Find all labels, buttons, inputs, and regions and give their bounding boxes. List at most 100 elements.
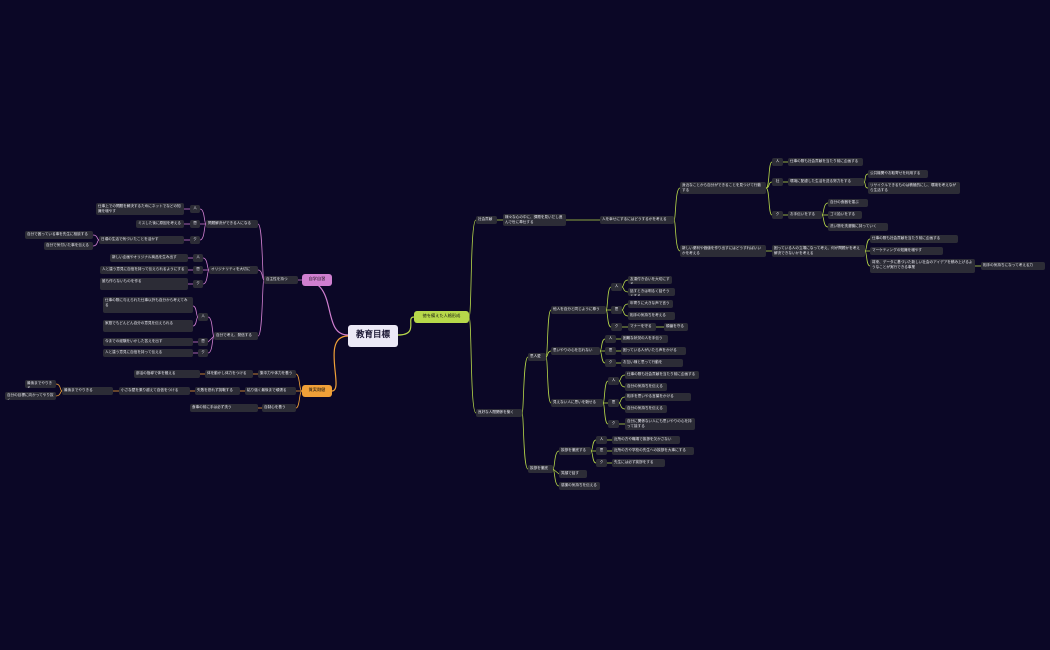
node-n3-1[interactable]: 相手の気持ちになって考える力	[981, 262, 1045, 270]
node-k2-2[interactable]: リサイクルできるものは積極的にし、環境を考えながら生活する	[868, 182, 960, 194]
node-k3-3[interactable]: 洗い物を洗濯機に持っていく	[828, 223, 888, 231]
node-pa3-1[interactable]: 自分で困っている事を先生に相談する	[25, 231, 93, 239]
node-ob3-2[interactable]: 自分の目標に向かってやり抜く	[5, 392, 56, 400]
node-b3[interactable]: お互い様と思って行動を	[621, 359, 683, 367]
tag-pa-1[interactable]: 思	[190, 220, 200, 228]
node-pb1[interactable]: 新しい企画やオリジナル商品を生み出す	[110, 254, 188, 262]
node-oc[interactable]: 自制心を養う	[262, 404, 296, 412]
tag-pc-0[interactable]: 人	[198, 313, 208, 321]
node-n1[interactable]: 仕事の際も社会貢献を当たり前に企画する	[870, 235, 958, 243]
node-h1[interactable]: 近所の方や職場で挨拶を欠かさない	[612, 436, 680, 444]
node-oa[interactable]: 集中力や体力を養う	[258, 370, 296, 378]
node-h3[interactable]: 先生には必ず挨拶をする	[612, 459, 665, 467]
tag-pb-1[interactable]: 思	[193, 266, 203, 274]
node-oa1[interactable]: 体を動かし体力をつける	[205, 370, 253, 378]
node-pa1[interactable]: 仕事上での問題を解決するためにネットでなどの知識を増やす	[96, 203, 184, 215]
node-kind-a[interactable]: 他人を自分と同じように尊う	[551, 306, 606, 314]
node-hello-a[interactable]: 挨拶を徹底する	[559, 447, 591, 455]
node-a5-1[interactable]: 順番を守る	[664, 323, 688, 331]
node-ob[interactable]: 粘り強く最後まで頑張る	[245, 387, 296, 395]
tag-b-2[interactable]: ク	[605, 359, 616, 367]
node-k1-1[interactable]: 仕事の際も社会貢献を当たり前に企画する	[788, 158, 863, 166]
node-c2[interactable]: 自分の気持ちを伝える	[625, 383, 667, 391]
node-think-b[interactable]: オリジナリティを大切に	[209, 266, 258, 274]
node-b2[interactable]: 困っている人がいたら声をかける	[621, 347, 686, 355]
node-kind[interactable]: 思人愛	[528, 353, 546, 361]
node-think-a[interactable]: 問題解決ができる人になる	[206, 220, 258, 228]
node-k2-1[interactable]: 公共機関やお取寄せを利用する	[868, 170, 928, 178]
node-think-c[interactable]: 自分で考え、発信する	[214, 332, 258, 340]
tag-c-2[interactable]: ク	[608, 420, 619, 428]
tag-lookfor-1[interactable]: 社	[772, 178, 783, 186]
tag-b-0[interactable]: 人	[605, 335, 616, 343]
node-pb2[interactable]: 人と違う意見に自信を持って伝えられるようにする	[100, 266, 188, 274]
tag-a-1[interactable]: 思	[611, 306, 622, 314]
node-pc4[interactable]: 人と違う意見に自信を持って伝える	[103, 349, 193, 357]
node-ob3[interactable]: 最後までやりきる	[62, 387, 113, 395]
node-social-q[interactable]: 人を幸せにするにはどうするかを考える	[600, 216, 674, 224]
node-a4[interactable]: 相手の気持ちを考える	[628, 312, 675, 320]
node-ob3-1[interactable]: 最後までやりきる	[25, 380, 56, 388]
node-a5[interactable]: マナーを守る	[628, 323, 656, 331]
node-ob2[interactable]: 小さな壁を乗り越えて自信をつける	[119, 387, 190, 395]
node-social[interactable]: 社会貢献	[476, 216, 497, 224]
tag-pa-2[interactable]: ク	[190, 236, 200, 244]
tag-c-1[interactable]: 思	[608, 399, 619, 407]
node-a3[interactable]: 年寄りに大きな声で言う	[628, 300, 673, 308]
tag-pc-2[interactable]: ク	[198, 349, 208, 357]
node-k3[interactable]: お手伝いをする	[788, 211, 822, 219]
tag-pb-0[interactable]: 人	[193, 254, 203, 262]
tag-a-2[interactable]: ク	[611, 323, 622, 331]
node-social-desc[interactable]: 様々な心の中に、課題を見いだし進んで世に奉仕する	[503, 214, 566, 226]
node-k2[interactable]: 環境に配慮した生活を送る努力をする	[788, 178, 864, 186]
node-new[interactable]: 新しい便利や価値を作り出すにはどうすればいいかを考える	[680, 245, 766, 257]
branch-fortitude[interactable]: 質実剛健	[302, 385, 332, 397]
node-pa2[interactable]: ミスした後に原因を考える	[136, 220, 184, 228]
tag-h-2[interactable]: ク	[596, 459, 607, 467]
node-lookfor[interactable]: 身近なことから自分ができることを見つけて行動する	[680, 182, 766, 194]
node-kind-c[interactable]: 見えない人に思いを馳せる	[551, 399, 603, 407]
node-oc1[interactable]: 食事の前に手は必ず洗う	[190, 404, 258, 412]
tag-lookfor-0[interactable]: 人	[772, 158, 783, 166]
node-a1[interactable]: 友達付き合いを大切にする	[628, 276, 672, 284]
node-relations[interactable]: 良好な人間関係を築く	[476, 409, 522, 417]
node-hello[interactable]: 挨拶を徹底	[528, 465, 553, 473]
node-pb3[interactable]: 誰も作らないものを作る	[100, 278, 188, 290]
node-c5[interactable]: 自分に関係ない人にも思いやりの心を持って接する	[625, 418, 695, 430]
node-oa2[interactable]: 部活の指導で体を鍛える	[134, 370, 200, 378]
node-n3[interactable]: 将来、データに基づいた新しい社会のアイデアを積み上げるようなことが実行できる事業	[870, 259, 975, 273]
node-a2[interactable]: 話すときは明るく話そうとする	[628, 288, 675, 296]
node-pa3-2[interactable]: 自分で気付いた事を伝える	[44, 242, 93, 250]
node-hello-b[interactable]: 笑顔で話す	[559, 470, 587, 478]
node-k3-2[interactable]: ゴミ拾いをする	[828, 211, 862, 219]
node-ob1[interactable]: 失敗を恐れず挑戦する	[195, 387, 240, 395]
tag-c-0[interactable]: 人	[608, 377, 619, 385]
tag-b-1[interactable]: 思	[605, 347, 616, 355]
node-c3[interactable]: 相手を思いやる言葉をかける	[625, 393, 691, 401]
tag-lookfor-2[interactable]: ク	[772, 211, 783, 219]
node-new-sub[interactable]: 困っている人の立場になって考え、何が問題かを考え解決できないかを考える	[772, 245, 865, 257]
root-node[interactable]: 教育目標	[348, 325, 398, 347]
node-hello-c[interactable]: 感謝の気持ちを伝える	[559, 482, 600, 490]
node-pc3[interactable]: 今までの経験をいかした答えを出す	[103, 338, 193, 346]
tag-pa-0[interactable]: 人	[190, 205, 200, 213]
tag-pc-1[interactable]: 思	[198, 338, 208, 346]
branch-self-study[interactable]: 自学自習	[302, 274, 332, 286]
tag-pb-2[interactable]: ク	[193, 280, 203, 288]
tag-h-1[interactable]: 思	[596, 447, 607, 455]
node-pc1[interactable]: 仕事の際に与えられた仕事以外も自分から考えてみる	[103, 297, 193, 313]
node-pc2[interactable]: 家庭でもどんどん自分の意見を伝えられる	[103, 320, 193, 332]
node-c1[interactable]: 仕事の際も社会貢献を当たり前に企画する	[625, 371, 699, 379]
tag-h-0[interactable]: 人	[596, 436, 607, 444]
node-think[interactable]: 自主性を持つ	[264, 276, 298, 284]
node-pa3[interactable]: 日頃の生活で気づいたことを活かす	[99, 236, 184, 244]
tag-a-0[interactable]: 人	[611, 283, 622, 291]
node-c4[interactable]: 自分の気持ちを伝える	[625, 405, 667, 413]
node-n2[interactable]: マーケティングの知識を増やす	[870, 247, 943, 255]
node-k3-1[interactable]: 自分の食器を運ぶ	[828, 199, 868, 207]
node-b1[interactable]: 困難な状況の人を手伝う	[621, 335, 668, 343]
node-h2[interactable]: 近所の方や学校の先生への挨拶を大事にする	[612, 447, 694, 455]
branch-personality[interactable]: 徳を備えた人格形成	[414, 311, 469, 323]
node-kind-b[interactable]: 思いやりの心を忘れない	[551, 347, 600, 355]
